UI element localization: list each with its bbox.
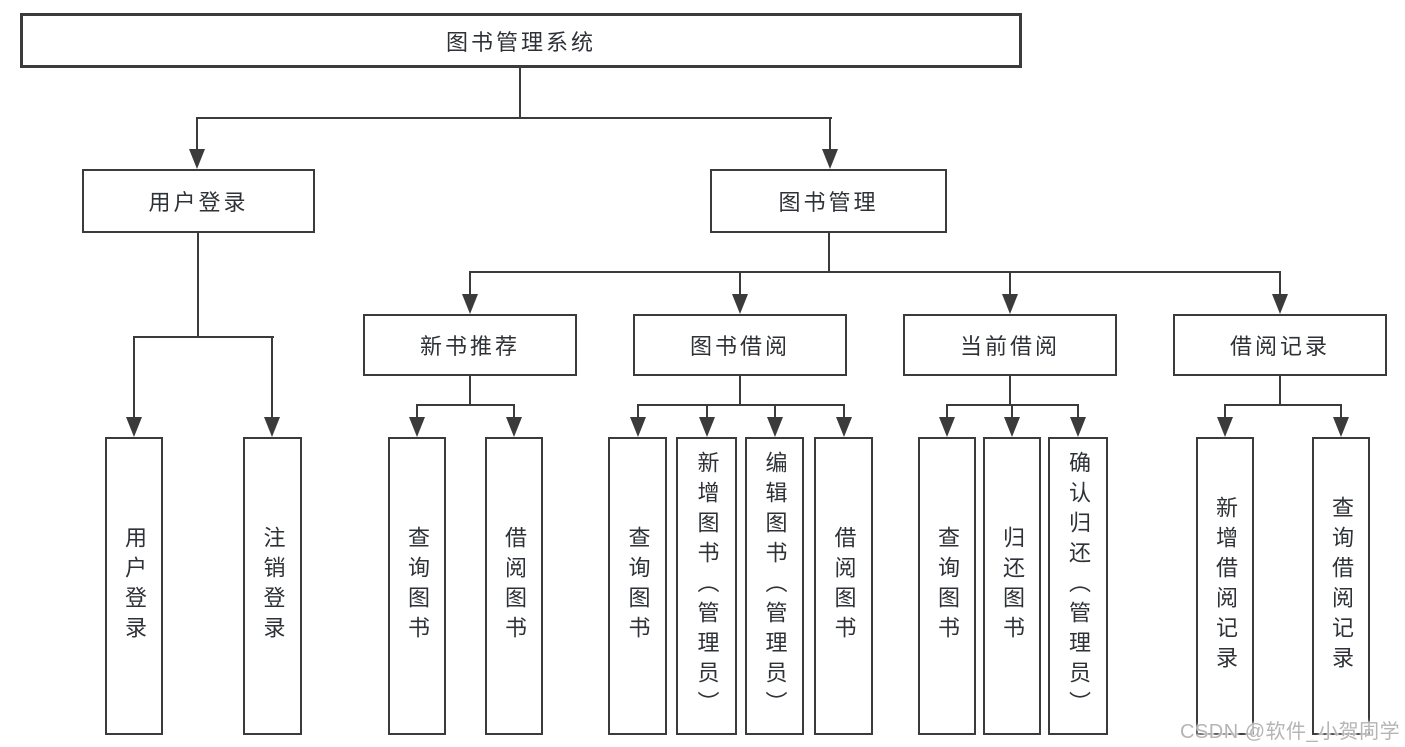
connector-drop <box>739 376 741 405</box>
connector-drop <box>828 233 830 272</box>
arrowhead-down-icon <box>732 294 748 314</box>
connector-bar <box>469 271 1281 273</box>
connector-stem <box>416 406 418 422</box>
arrowhead-down-icon <box>939 417 955 437</box>
leaf-query-books: 查询图书 <box>918 437 976 735</box>
arrowhead-down-icon <box>189 149 205 169</box>
connector-stem <box>1279 273 1281 295</box>
connector-stem <box>1340 406 1342 422</box>
arrowhead-down-icon <box>126 417 142 437</box>
connector-bar <box>133 336 274 338</box>
connector-bar <box>946 404 1079 406</box>
connector-stem <box>829 119 831 153</box>
connector-stem <box>637 406 639 422</box>
leaf-query-books: 查询图书 <box>388 437 446 735</box>
connector-stem <box>196 119 198 153</box>
leaf-query-books: 查询图书 <box>608 437 667 735</box>
connector-stem <box>843 406 845 422</box>
watermark-text: CSDN @软件_小贺同学 <box>1180 721 1401 743</box>
node-borrowing-records: 借阅记录 <box>1173 314 1387 376</box>
leaf-borrow-books: 借阅图书 <box>814 437 873 735</box>
arrowhead-down-icon <box>630 417 646 437</box>
connector-stem <box>133 338 135 421</box>
leaf-return-books: 归还图书 <box>983 437 1041 735</box>
leaf-query-borrow-record: 查询借阅记录 <box>1312 437 1370 735</box>
arrowhead-down-icon <box>767 417 783 437</box>
connector-drop <box>1009 376 1011 405</box>
connector-stem <box>469 273 471 295</box>
connector-stem <box>1077 406 1079 422</box>
connector-stem <box>1011 406 1013 422</box>
arrowhead-down-icon <box>699 417 715 437</box>
connector-stem <box>1224 406 1226 422</box>
arrowhead-down-icon <box>1070 417 1086 437</box>
arrowhead-down-icon <box>1333 417 1349 437</box>
connector-stem <box>774 406 776 422</box>
arrowhead-down-icon <box>1217 417 1233 437</box>
connector-root-drop <box>519 68 521 119</box>
arrowhead-down-icon <box>1002 294 1018 314</box>
connector-drop <box>1279 376 1281 405</box>
connector-stem <box>706 406 708 422</box>
leaf-confirm-return-admin: 确认归还（管理员） <box>1048 437 1108 735</box>
arrowhead-down-icon <box>409 417 425 437</box>
node-book-borrowing: 图书借阅 <box>633 314 847 376</box>
leaf-add-book-admin: 新增图书（管理员） <box>676 437 737 735</box>
leaf-borrow-books: 借阅图书 <box>485 437 543 735</box>
node-new-book-recommendation: 新书推荐 <box>363 314 577 376</box>
arrowhead-down-icon <box>822 149 838 169</box>
connector-stem <box>946 406 948 422</box>
connector-bar <box>637 404 845 406</box>
arrowhead-down-icon <box>462 294 478 314</box>
leaf-user-login: 用户登录 <box>105 437 163 735</box>
leaf-edit-book-admin: 编辑图书（管理员） <box>745 437 804 735</box>
connector-root-bar <box>196 117 832 119</box>
connector-stem <box>513 406 515 422</box>
node-book-management: 图书管理 <box>710 169 947 233</box>
node-user-login: 用户登录 <box>82 169 315 233</box>
connector-stem <box>271 338 273 421</box>
arrowhead-down-icon <box>506 417 522 437</box>
connector-bar <box>1224 404 1342 406</box>
node-library-system: 图书管理系统 <box>20 13 1022 68</box>
connector-drop <box>469 376 471 405</box>
connector-stem <box>739 273 741 295</box>
connector-stem <box>1009 273 1011 295</box>
arrowhead-down-icon <box>1272 294 1288 314</box>
leaf-logout: 注销登录 <box>243 437 302 735</box>
connector-drop <box>197 233 199 337</box>
arrowhead-down-icon <box>836 417 852 437</box>
arrowhead-down-icon <box>1004 417 1020 437</box>
node-current-borrowing: 当前借阅 <box>903 314 1117 376</box>
arrowhead-down-icon <box>264 417 280 437</box>
connector-bar <box>416 404 515 406</box>
leaf-add-borrow-record: 新增借阅记录 <box>1196 437 1254 735</box>
